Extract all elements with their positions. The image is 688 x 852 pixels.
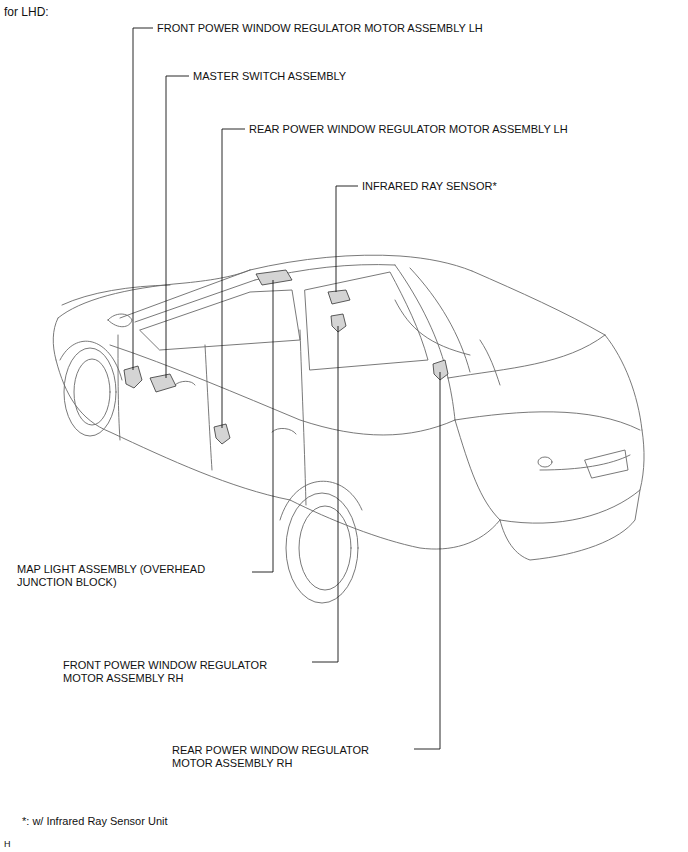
part-name: REAR POWER WINDOW REGULATOR MOTOR ASSEMB… xyxy=(172,744,404,770)
part-name: MAP LIGHT ASSEMBLY (OVERHEAD JUNCTION BL… xyxy=(17,563,245,589)
page-heading: for LHD: xyxy=(4,6,49,19)
figure-code: H xyxy=(4,838,11,851)
part-name: INFRARED RAY SENSOR* xyxy=(362,180,497,193)
footnote: *: w/ Infrared Ray Sensor Unit xyxy=(22,815,168,828)
part-name: MASTER SWITCH ASSEMBLY xyxy=(193,70,346,83)
part-name: REAR POWER WINDOW REGULATOR MOTOR ASSEMB… xyxy=(249,123,568,136)
part-name: FRONT POWER WINDOW REGULATOR MOTOR ASSEM… xyxy=(63,659,301,685)
part-name: FRONT POWER WINDOW REGULATOR MOTOR ASSEM… xyxy=(157,22,483,35)
